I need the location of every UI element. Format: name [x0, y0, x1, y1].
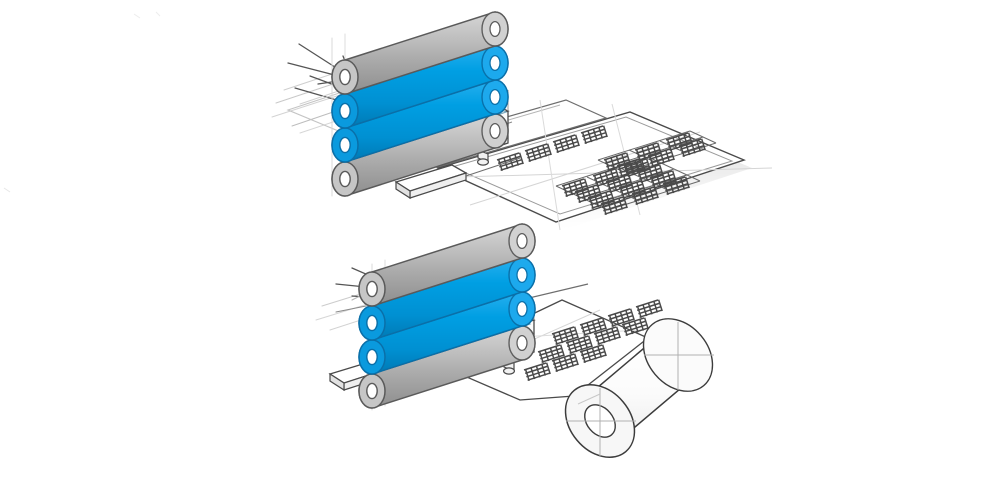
scan-artifacts — [3, 11, 161, 193]
take-up-roll — [564, 318, 714, 458]
guide-rail-bar-upper — [387, 121, 521, 200]
gridded-motif-array-upper — [555, 130, 717, 216]
roll-center-crosshair — [566, 322, 714, 456]
upper-panel — [271, 11, 773, 231]
lower-panel — [315, 223, 714, 458]
